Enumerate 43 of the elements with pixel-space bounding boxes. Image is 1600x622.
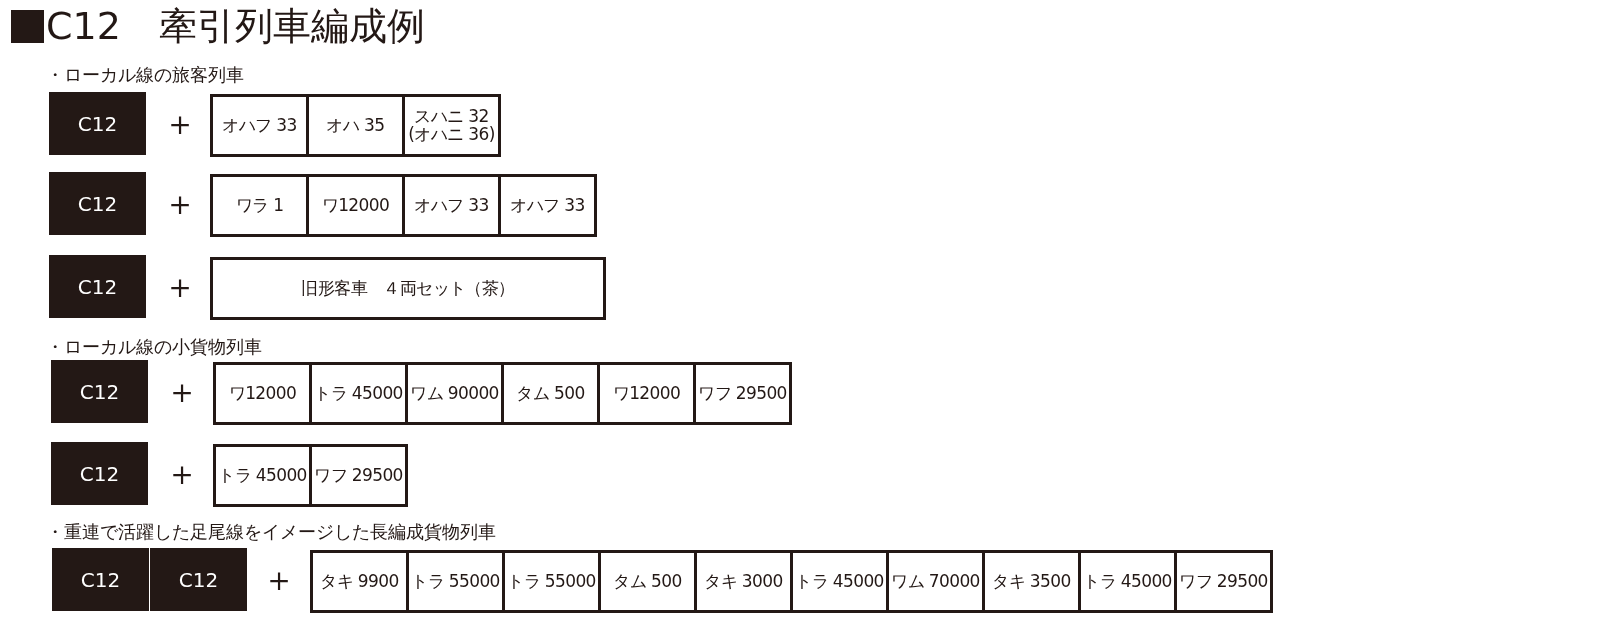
car-box: トラ 55000 [502, 550, 601, 613]
plus-sign: ＋ [163, 186, 197, 220]
plus-sign: ＋ [163, 269, 197, 303]
section-heading: ・ローカル線の旅客列車 [46, 63, 244, 87]
car-box: ワフ 29500 [1174, 550, 1273, 613]
car-box: ワム 70000 [886, 550, 985, 613]
plus-sign: ＋ [165, 374, 199, 408]
car-box: オハフ 33 [498, 174, 597, 237]
title: C12 牽引列車編成例 [46, 3, 425, 50]
locomotive-box: C12 [49, 172, 146, 235]
car-box: スハニ 32 (オハニ 36) [402, 94, 501, 157]
car-box: トラ 45000 [309, 362, 408, 425]
car-box: ワ12000 [306, 174, 405, 237]
car-box: タキ 3000 [694, 550, 793, 613]
locomotive-box: C12 [49, 92, 146, 155]
locomotive-box: C12 [49, 255, 146, 318]
car-box: ワフ 29500 [693, 362, 792, 425]
locomotive-box: C12 [51, 442, 148, 505]
car-box: ワ12000 [597, 362, 696, 425]
car-box: タム 500 [598, 550, 697, 613]
car-box: トラ 45000 [1078, 550, 1177, 613]
car-box: ワ12000 [213, 362, 312, 425]
car-box: オハ 35 [306, 94, 405, 157]
plus-sign: ＋ [262, 562, 296, 596]
car-box: タキ 3500 [982, 550, 1081, 613]
car-box: トラ 55000 [406, 550, 505, 613]
car-box: トラ 45000 [213, 444, 312, 507]
car-box: 旧形客車 ４両セット（茶） [210, 257, 606, 320]
section-heading: ・重連で活躍した足尾線をイメージした長編成貨物列車 [46, 520, 496, 544]
car-box: オハフ 33 [402, 174, 501, 237]
section-heading: ・ローカル線の小貨物列車 [46, 335, 262, 359]
locomotive-box: C12 [52, 548, 149, 611]
car-box: ワフ 29500 [309, 444, 408, 507]
plus-sign: ＋ [165, 456, 199, 490]
car-box: オハフ 33 [210, 94, 309, 157]
car-box: ワラ 1 [210, 174, 309, 237]
plus-sign: ＋ [163, 106, 197, 140]
locomotive-box: C12 [150, 548, 247, 611]
locomotive-box: C12 [51, 360, 148, 423]
car-box: トラ 45000 [790, 550, 889, 613]
car-box: ワム 90000 [405, 362, 504, 425]
car-box: タム 500 [501, 362, 600, 425]
car-box: タキ 9900 [310, 550, 409, 613]
